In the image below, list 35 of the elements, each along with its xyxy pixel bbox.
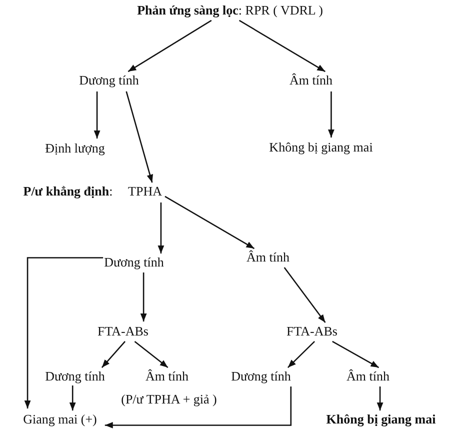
arrow bbox=[104, 386, 292, 428]
node-label: Giang mai (+) bbox=[23, 412, 97, 428]
node-note: (P/ư TPHA + giả ) bbox=[121, 392, 217, 408]
node-label: TPHA bbox=[128, 184, 162, 200]
arrow bbox=[287, 341, 315, 368]
arrow bbox=[24, 257, 104, 409]
arrow bbox=[94, 91, 100, 139]
node-label: Âm tính bbox=[146, 370, 188, 384]
arrow bbox=[328, 91, 334, 138]
node-label: FTA-ABs bbox=[286, 324, 338, 340]
arrow bbox=[126, 91, 154, 183]
arrow bbox=[128, 20, 212, 72]
node-label: Phản ứng sàng lọc: RPR ( VDRL ) bbox=[137, 4, 323, 18]
arrow bbox=[101, 341, 126, 368]
node-label: Âm tính bbox=[346, 370, 390, 384]
arrow bbox=[284, 267, 326, 323]
arrow bbox=[238, 20, 326, 72]
arrow bbox=[140, 272, 147, 322]
node-label: Âm tính bbox=[246, 250, 290, 266]
node-label: Không bị giang mai bbox=[326, 412, 436, 428]
arrow bbox=[164, 196, 255, 250]
arrow bbox=[134, 340, 168, 368]
arrow bbox=[332, 340, 380, 368]
node-label: Dương tính bbox=[45, 370, 105, 384]
node-label: Dương tính bbox=[104, 256, 164, 270]
arrow bbox=[158, 202, 164, 254]
node-label: Định lượng bbox=[45, 142, 105, 156]
node-label: Dương tính bbox=[79, 74, 139, 88]
node-label: FTA-ABs bbox=[98, 324, 148, 340]
node-label: Dương tính bbox=[231, 370, 291, 384]
node-label: Không bị giang mai bbox=[269, 140, 373, 156]
arrow bbox=[376, 386, 384, 411]
node-note: P/ư khẳng định: bbox=[23, 184, 113, 200]
arrow bbox=[69, 385, 76, 411]
node-label: Âm tính bbox=[290, 74, 332, 88]
